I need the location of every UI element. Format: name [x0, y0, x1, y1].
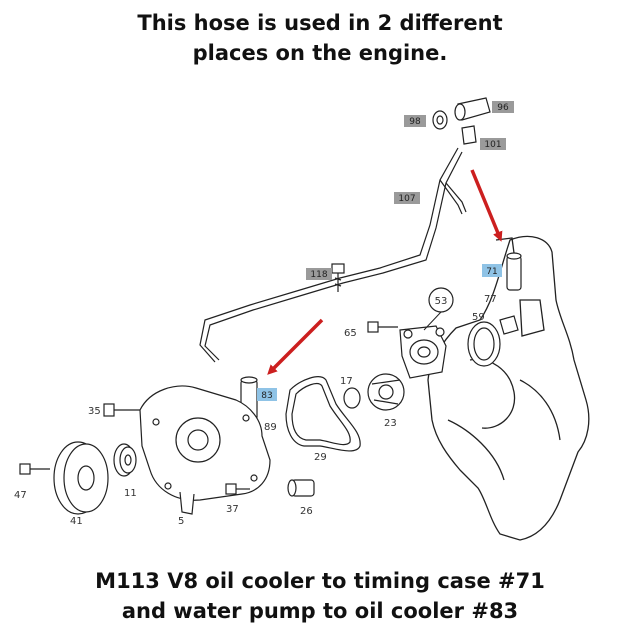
label-23: 23 [384, 418, 397, 429]
tag-118 [306, 268, 332, 280]
pulley-41 [53, 441, 109, 515]
tag-83 [257, 388, 277, 401]
tag-118-text: 118 [310, 270, 327, 280]
label-26: 26 [300, 506, 313, 517]
label-65: 65 [344, 328, 357, 339]
tag-96 [492, 101, 514, 113]
label-35: 35 [88, 406, 101, 417]
cylinder-26 [287, 479, 315, 497]
label-17: 17 [340, 376, 353, 387]
callout-circle-53 [428, 287, 454, 313]
header-title: This hose is used in 2 different places … [0, 8, 640, 68]
hose-pipe-107 [199, 147, 467, 363]
tag-101 [480, 138, 506, 150]
bolt-65 [367, 321, 398, 333]
footer-line-2: and water pump to oil cooler #83 [121, 599, 519, 623]
tag-71 [482, 264, 502, 277]
label-77: 77 [484, 294, 497, 305]
tag-83-text: 83 [261, 391, 272, 401]
bolt-35 [103, 403, 140, 417]
tensioner-23 [343, 373, 405, 411]
bolt-47 [19, 463, 50, 475]
label-47: 47 [14, 490, 27, 501]
hose-part-71 [506, 252, 522, 291]
header-line-2: places on the engine. [192, 41, 448, 65]
label-11: 11 [124, 488, 137, 499]
label-53: 53 [435, 296, 448, 307]
tag-98 [404, 115, 426, 127]
label-59: 59 [472, 312, 485, 323]
label-41: 41 [70, 516, 83, 527]
label-29: 29 [314, 452, 327, 463]
top-connectors [432, 97, 491, 145]
label-89: 89 [264, 422, 277, 433]
header-line-1: This hose is used in 2 different [137, 11, 503, 35]
tag-107 [394, 192, 420, 204]
label-5: 5 [178, 516, 184, 527]
tag-96-text: 96 [497, 103, 509, 113]
footer-line-1: M113 V8 oil cooler to timing case #71 [95, 569, 545, 593]
tag-98-text: 98 [409, 117, 421, 127]
tag-107-text: 107 [398, 194, 415, 204]
oil-cooler-53 [399, 315, 519, 379]
hub-11 [113, 443, 137, 477]
water-pump-5 [139, 385, 271, 515]
arrow-to-83 [267, 318, 324, 375]
bolt-37 [225, 483, 250, 495]
footer-caption: M113 V8 oil cooler to timing case #71 an… [0, 566, 640, 626]
belt-29 [285, 376, 361, 452]
tag-101-text: 101 [484, 140, 501, 150]
arrow-to-71 [470, 169, 503, 242]
tag-71-text: 71 [486, 267, 497, 277]
label-37: 37 [226, 504, 239, 515]
